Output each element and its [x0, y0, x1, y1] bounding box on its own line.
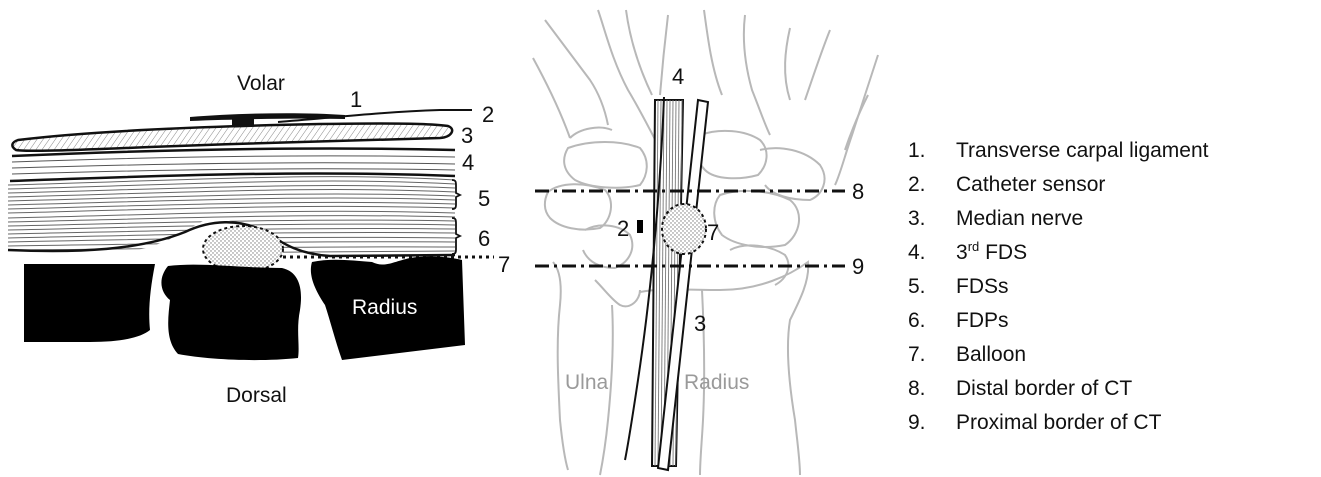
legend-num-1: 1.: [908, 139, 926, 162]
legend-num-5: 5.: [908, 275, 926, 298]
legend: 1. Transverse carpal ligament 2. Cathete…: [908, 139, 1209, 434]
balloon-wrist: [662, 204, 706, 254]
legend-num-9: 9.: [908, 411, 926, 434]
legend-text-1: Transverse carpal ligament: [956, 139, 1209, 162]
legend-num-2: 2.: [908, 173, 926, 196]
legend-text-4-pre: 3: [956, 241, 968, 264]
volar-label: Volar: [237, 72, 285, 95]
wrist-callout-2: 2: [617, 216, 629, 241]
bone-middle: [161, 265, 301, 360]
transverse-carpal-ligament: [190, 113, 345, 121]
legend-num-3: 3.: [908, 207, 926, 230]
legend-num-8: 8.: [908, 377, 926, 400]
third-fds-band: [10, 148, 455, 181]
median-nerve: [12, 123, 452, 150]
legend-num-4: 4.: [908, 241, 926, 264]
callout-1: 1: [350, 87, 362, 112]
wrist-bones-outline: [533, 10, 878, 475]
wrist-callout-4: 4: [672, 64, 684, 89]
wrist-callout-3: 3: [694, 311, 706, 336]
fdp-bracket: [452, 218, 460, 254]
ulna-label: Ulna: [565, 371, 609, 394]
legend-text-9: Proximal border of CT: [956, 411, 1162, 434]
legend-text-2: Catheter sensor: [956, 173, 1105, 196]
wrist-callout-9: 9: [852, 254, 864, 279]
legend-text-4-main: FDS: [979, 241, 1027, 264]
dorsal-label: Dorsal: [226, 384, 287, 407]
wrist-diagram: 4 8 2 7 9 3 Ulna Radius: [533, 10, 878, 475]
wrist-callout-7: 7: [707, 220, 719, 245]
wrist-callout-8: 8: [852, 179, 864, 204]
legend-text-4-sup: rd: [968, 239, 980, 254]
legend-text-6: FDPs: [956, 309, 1009, 332]
fds-tendons: [8, 177, 455, 213]
catheter-sensor-marker: [637, 220, 643, 233]
legend-text-7: Balloon: [956, 343, 1026, 366]
legend-text-4: 3rd FDS: [956, 239, 1027, 264]
balloon: [203, 226, 283, 272]
bone-left: [24, 264, 155, 342]
radius-label: Radius: [684, 371, 749, 394]
legend-num-6: 6.: [908, 309, 926, 332]
callout-7: 7: [498, 252, 510, 277]
callout-6: 6: [478, 226, 490, 251]
callout-2: 2: [482, 102, 494, 127]
legend-text-8: Distal border of CT: [956, 377, 1132, 400]
legend-num-7: 7.: [908, 343, 926, 366]
radius-bone-label: Radius: [352, 296, 417, 319]
callout-5: 5: [478, 186, 490, 211]
callout-4: 4: [462, 150, 474, 175]
cross-section-diagram: Volar: [8, 72, 510, 407]
legend-text-5: FDSs: [956, 275, 1009, 298]
callout-3: 3: [461, 123, 473, 148]
legend-text-3: Median nerve: [956, 207, 1083, 230]
